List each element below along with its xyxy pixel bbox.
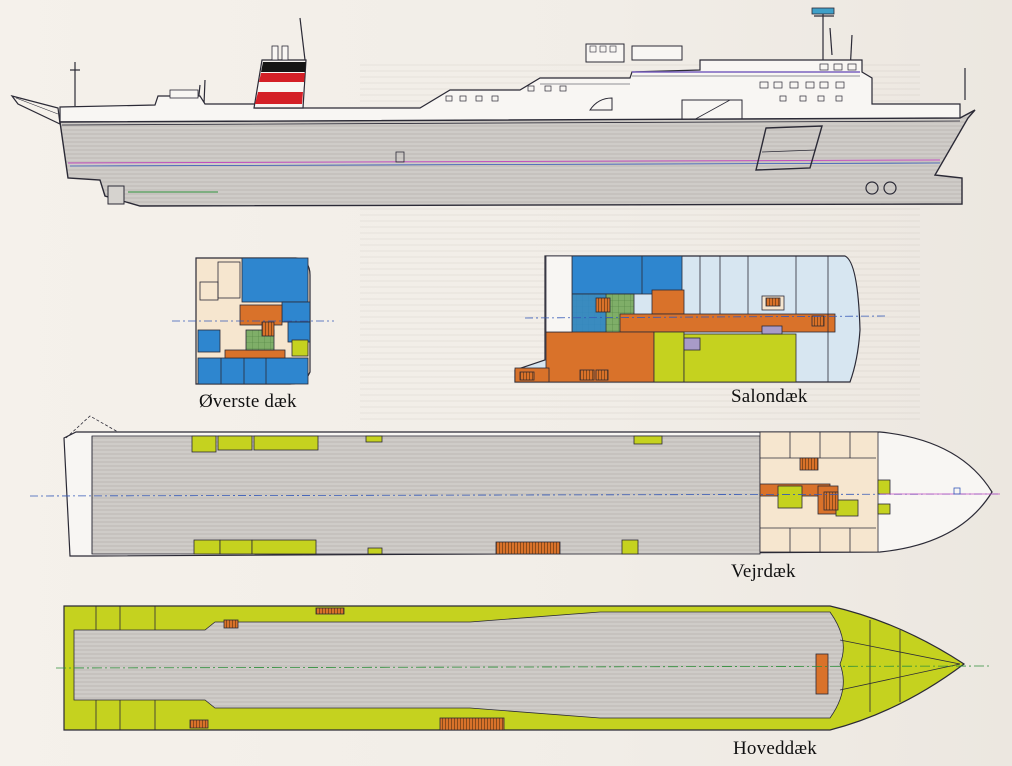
main-deck-label: Hoveddæk xyxy=(733,738,817,759)
side-profile xyxy=(10,7,976,207)
main-deck-plan xyxy=(55,605,991,731)
top-deck-label: Øverste dæk xyxy=(199,391,297,412)
salon-deck-label: Salondæk xyxy=(731,386,808,407)
weather-deck-plan xyxy=(29,415,1001,557)
salon-deck-plan xyxy=(514,255,889,383)
top-deck-plan xyxy=(172,257,334,385)
masts xyxy=(70,12,966,106)
weather-deck-label: Vejrdæk xyxy=(731,561,796,582)
